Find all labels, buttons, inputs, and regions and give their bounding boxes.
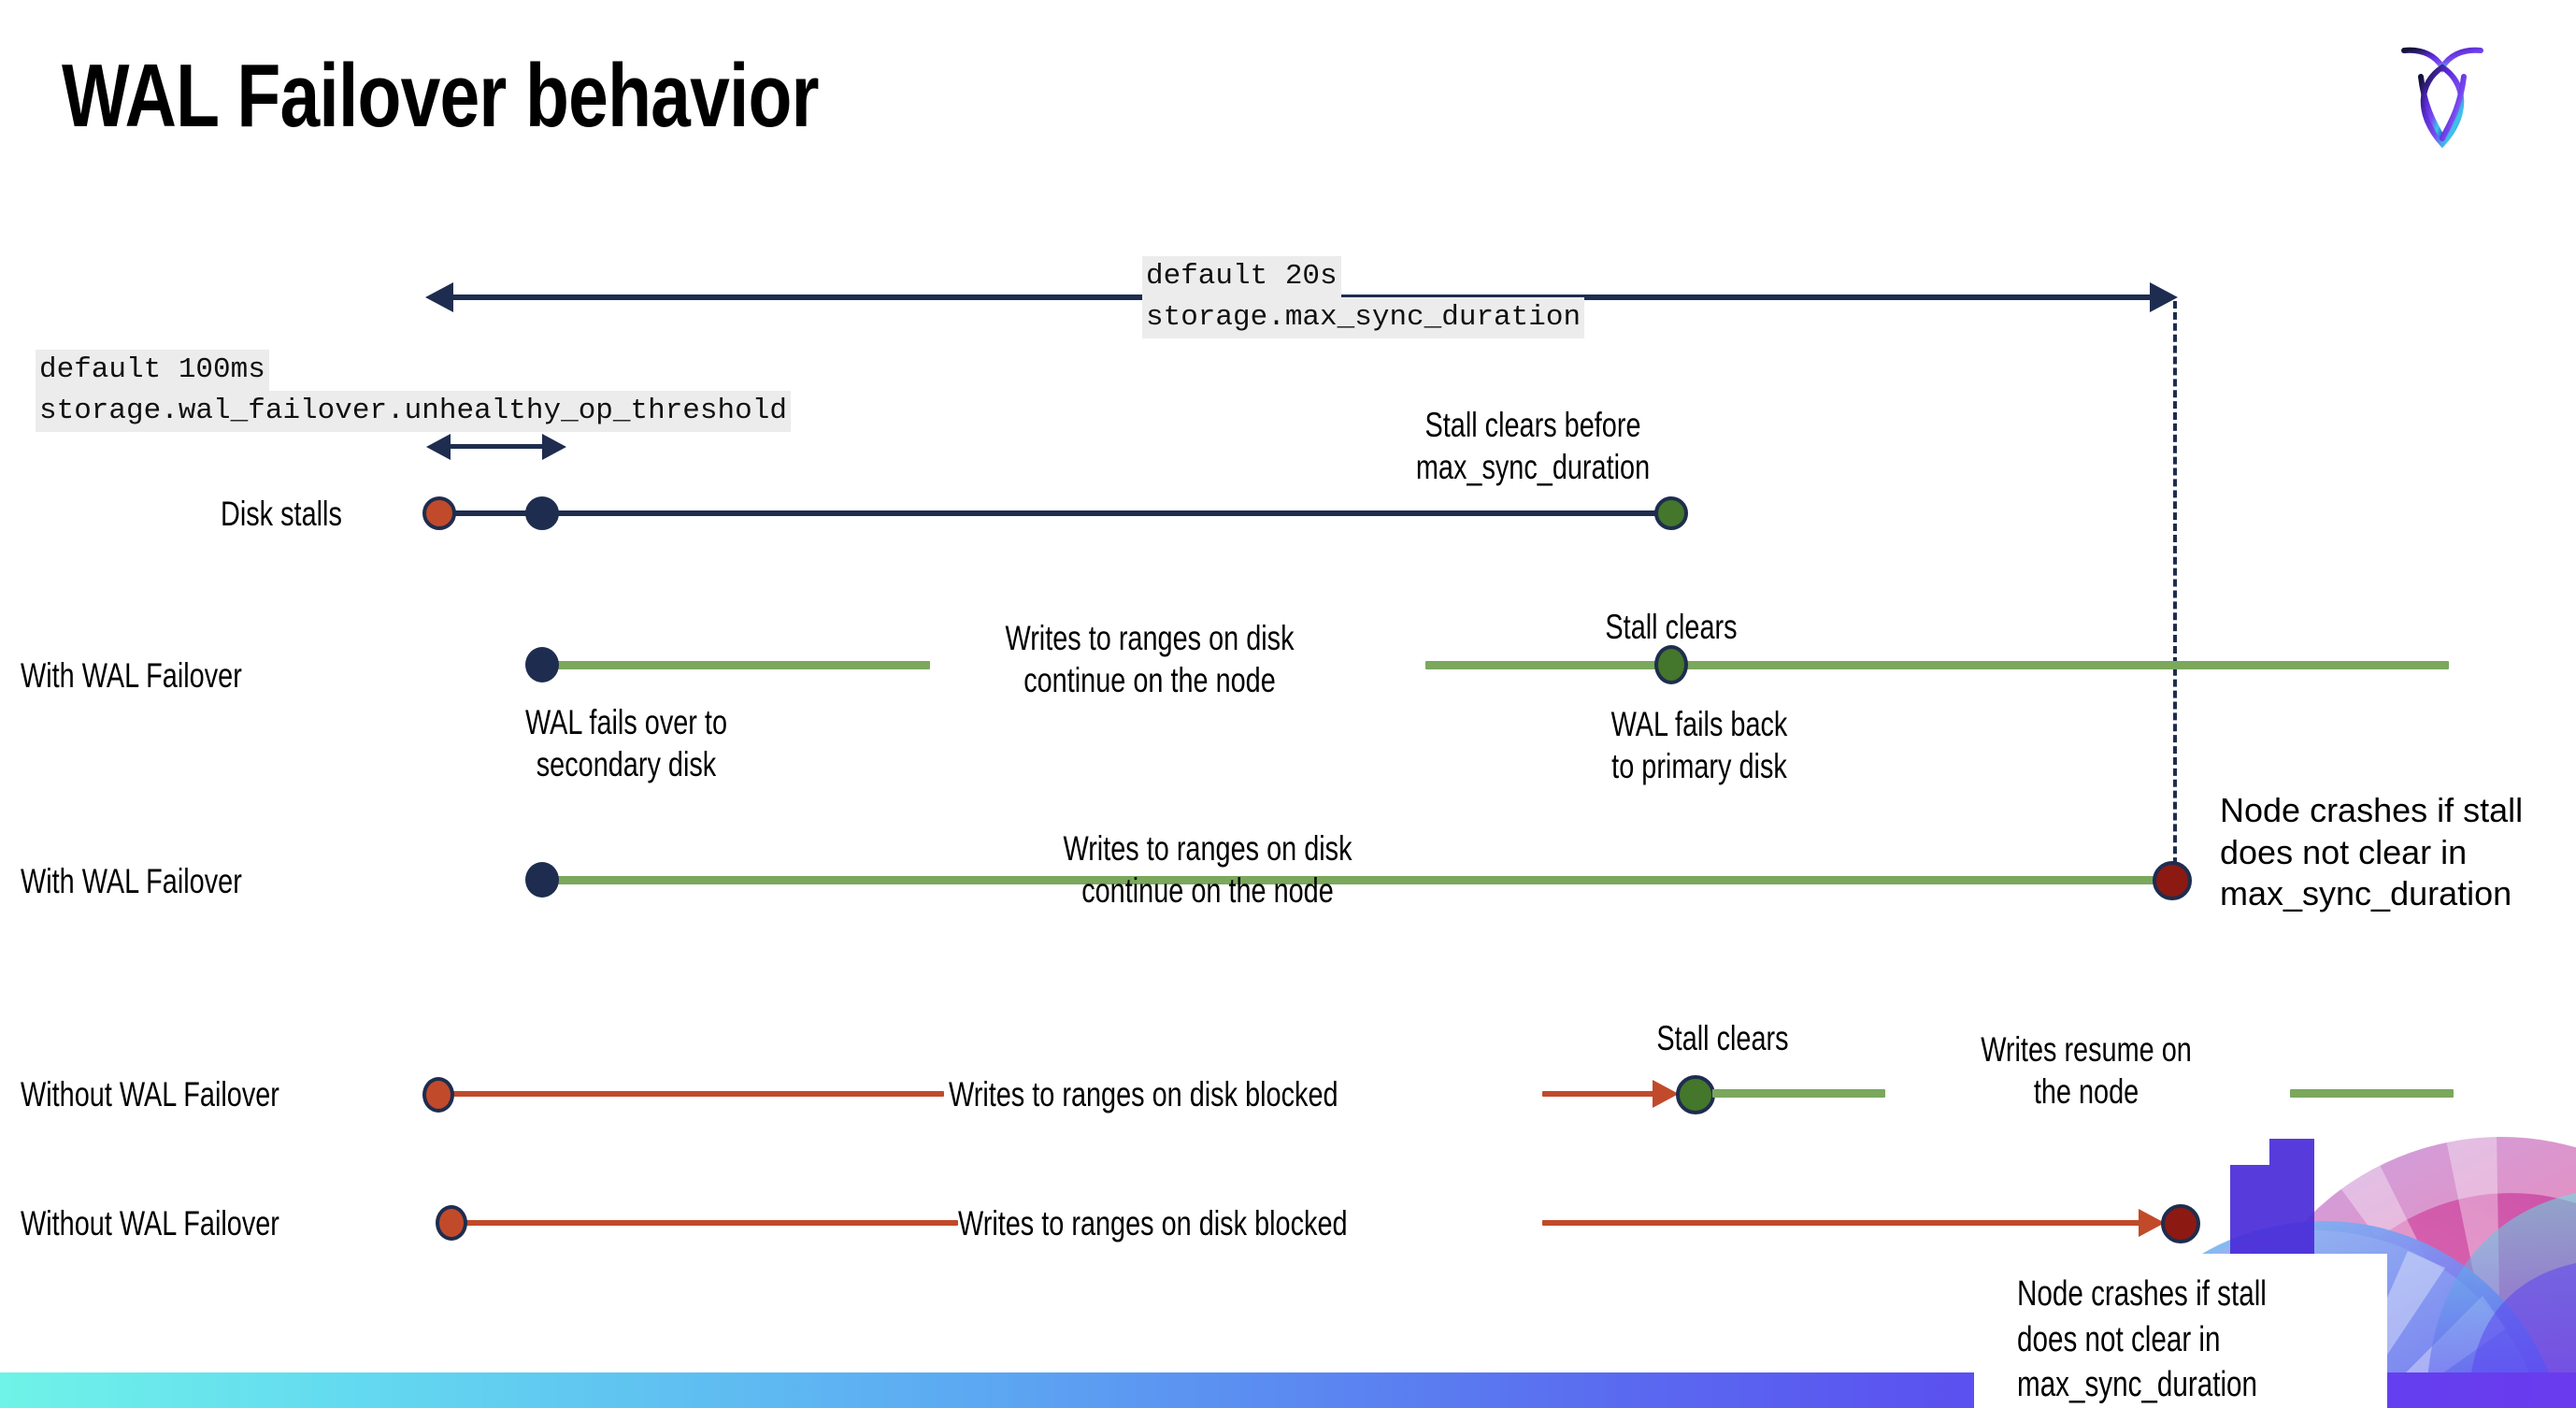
- row2-wal-fails-back-note: WAL fails back to primary disk: [1510, 703, 1889, 787]
- row2-failover-dot: [525, 647, 559, 682]
- max-sync-duration-setting-chip: storage.max_sync_duration: [1142, 297, 1585, 338]
- row2-wal-fails-back-line1: WAL fails back: [1610, 705, 1788, 743]
- row5-red-arrowhead: [2139, 1209, 2165, 1237]
- row5-node-crash-dot: [2161, 1204, 2200, 1243]
- row4-green-line-mid: [1712, 1089, 1885, 1098]
- row2-wal-fails-back-line2: to primary disk: [1611, 747, 1787, 786]
- row2-writes-continue-line2: continue on the node: [1023, 661, 1276, 700]
- row2-writes-continue-line1: Writes to ranges on disk: [1005, 619, 1295, 657]
- threshold-arrow-line: [449, 444, 546, 449]
- unhealthy-op-threshold-setting-chip: storage.wal_failover.unhealthy_op_thresh…: [36, 391, 791, 432]
- disk-stalls-failover-dot: [525, 496, 559, 530]
- row2-wal-fails-over-note: WAL fails over to secondary disk: [422, 701, 831, 785]
- row5-note-backdrop: [1974, 1254, 2387, 1408]
- row4-red-line-right: [1542, 1091, 1659, 1097]
- row4-writes-resume-line1: Writes resume on: [1981, 1030, 2192, 1069]
- stall-clears-before-note: Stall clears before max_sync_duration: [1329, 404, 1738, 488]
- max-sync-duration-default-chip: default 20s: [1142, 256, 1341, 297]
- stall-clears-before-note-line1: Stall clears before: [1424, 406, 1641, 444]
- row3-writes-continue-line2: continue on the node: [1081, 871, 1334, 911]
- row2-stall-clear-dot: [1654, 645, 1688, 684]
- row3-green-line-left: [542, 876, 1486, 884]
- row5-red-line-right: [1542, 1220, 2145, 1226]
- row5-node-crash-line2: does not clear in: [2017, 1319, 2221, 1359]
- row5-writes-blocked-note: Writes to ranges on disk blocked: [958, 1204, 1348, 1243]
- row2-wal-fails-over-line1: WAL fails over to: [525, 703, 727, 741]
- row-label-with-wal-failover-2: With WAL Failover: [21, 862, 242, 900]
- row4-stall-clears-label: Stall clears: [1656, 1019, 1789, 1057]
- row5-node-crash-note: Node crashes if stall does not clear in …: [2017, 1272, 2267, 1408]
- row-label-without-wal-failover-1: Without WAL Failover: [21, 1075, 279, 1113]
- row3-failover-dot: [525, 862, 559, 898]
- row2-green-line-left: [542, 661, 930, 669]
- row-label-without-wal-failover-2: Without WAL Failover: [21, 1204, 279, 1243]
- row3-node-crash-line2: does not clear in: [2220, 832, 2468, 871]
- row4-stall-clear-dot: [1676, 1075, 1715, 1114]
- row4-writes-resume-line2: the node: [2033, 1072, 2140, 1112]
- row3-writes-continue-line1: Writes to ranges on disk: [1063, 829, 1352, 868]
- disk-stalls-start-dot: [422, 496, 456, 530]
- cockroachdb-logo-icon: [2391, 28, 2494, 159]
- threshold-arrow-right-head: [542, 434, 566, 460]
- row4-writes-resume-note: Writes resume on the node: [1904, 1028, 2268, 1113]
- row4-start-dot: [422, 1077, 454, 1113]
- row2-stall-clears-label: Stall clears: [1605, 608, 1738, 646]
- row-label-with-wal-failover-1: With WAL Failover: [21, 656, 242, 695]
- row5-red-line-left: [453, 1220, 958, 1226]
- stall-clears-before-note-line2: max_sync_duration: [1415, 448, 1651, 487]
- max-sync-duration-arrow-left-head: [425, 282, 453, 312]
- row-label-disk-stalls: Disk stalls: [221, 495, 342, 533]
- unhealthy-op-threshold-default-chip: default 100ms: [36, 350, 269, 391]
- row3-green-line-right: [1481, 876, 2168, 884]
- row4-red-line-left: [439, 1091, 944, 1097]
- disk-stalls-timeline-line: [439, 510, 1682, 516]
- max-sync-duration-dashed-guide: [2173, 301, 2177, 876]
- threshold-arrow-left-head: [426, 434, 451, 460]
- row3-node-crash-dot: [2153, 861, 2192, 900]
- row5-node-crash-line1: Node crashes if stall: [2017, 1274, 2267, 1314]
- row5-node-crash-line3: max_sync_duration: [2017, 1365, 2258, 1405]
- disk-stalls-clear-dot: [1654, 496, 1688, 530]
- row3-node-crash-line1: Node crashes if stall: [2220, 791, 2524, 829]
- row4-red-arrowhead: [1653, 1080, 1679, 1108]
- page-title: WAL Failover behavior: [62, 46, 820, 146]
- row2-writes-continue-note: Writes to ranges on disk continue on the…: [946, 617, 1354, 701]
- row3-node-crash-line3: max_sync_duration: [2220, 874, 2512, 913]
- row3-node-crash-note: Node crashes if stall does not clear in …: [2220, 790, 2523, 915]
- row5-start-dot: [436, 1205, 467, 1241]
- row2-green-line-right: [1425, 661, 2449, 669]
- row4-writes-blocked-note: Writes to ranges on disk blocked: [949, 1075, 1338, 1113]
- row4-green-line-right: [2290, 1089, 2454, 1098]
- row3-writes-continue-note: Writes to ranges on disk continue on the…: [1004, 827, 1412, 912]
- row2-wal-fails-over-line2: secondary disk: [536, 745, 717, 784]
